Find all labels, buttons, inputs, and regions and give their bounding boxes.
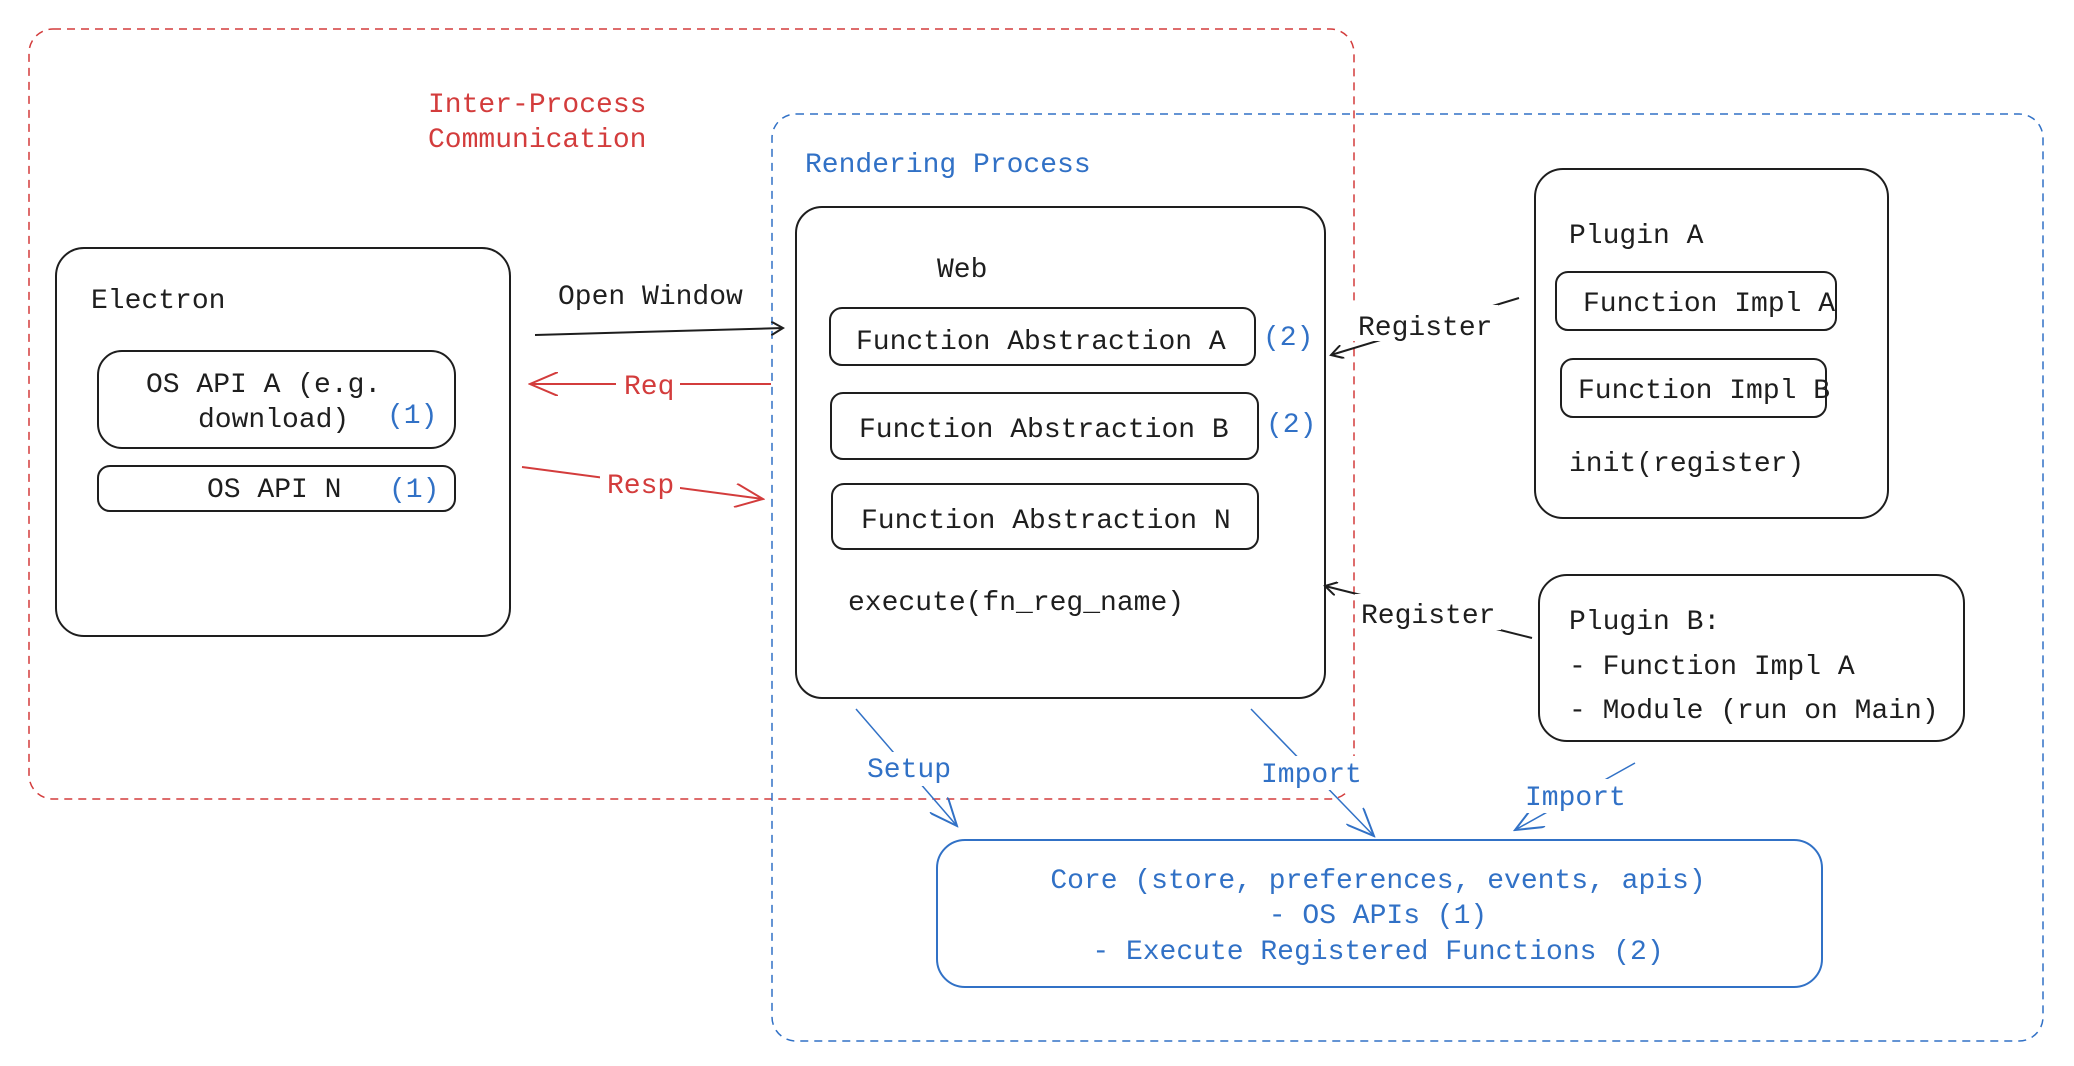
os-api-a-line2: download) <box>198 405 349 436</box>
function-impl-b-label: Function Impl B <box>1578 376 1830 407</box>
open-window-label: Open Window <box>558 282 743 313</box>
plugin-b-line1: - Function Impl A <box>1569 652 1855 683</box>
execute-label: execute(fn_reg_name) <box>848 588 1184 619</box>
plugin-b-box <box>1538 574 1965 742</box>
resp-label: Resp <box>607 471 674 502</box>
function-abstraction-b-label: Function Abstraction B <box>859 415 1229 446</box>
plugin-a-box <box>1534 168 1889 519</box>
rendering-title: Rendering Process <box>805 150 1091 181</box>
electron-title: Electron <box>91 286 225 317</box>
function-impl-a-box <box>1555 271 1837 331</box>
register-a-label: Register <box>1358 313 1492 344</box>
req-label: Req <box>624 372 674 403</box>
os-api-n-label: OS API N <box>207 475 341 506</box>
rendering-group-frame <box>771 113 2044 1042</box>
import-web-label: Import <box>1261 760 1362 791</box>
init-label: init(register) <box>1569 449 1804 480</box>
function-abstraction-b-tag: (2) <box>1266 410 1316 441</box>
os-api-a-line1: OS API A (e.g. <box>146 370 381 401</box>
os-api-a-tag: (1) <box>387 401 437 432</box>
open-window-arrow <box>534 328 783 336</box>
ipc-title-line1: Inter-Process <box>428 90 646 121</box>
function-abstraction-a-label: Function Abstraction A <box>856 327 1226 358</box>
function-impl-a-label: Function Impl A <box>1583 289 1835 320</box>
function-abstraction-n-box <box>831 483 1259 550</box>
web-box <box>795 206 1326 699</box>
core-line2: - OS APIs (1) <box>1269 901 1487 932</box>
function-abstraction-a-tag: (2) <box>1263 323 1313 354</box>
function-abstraction-n-label: Function Abstraction N <box>861 506 1231 537</box>
core-line3: - Execute Registered Functions (2) <box>1092 937 1663 968</box>
function-abstraction-a-box <box>829 307 1256 366</box>
plugin-b-title: Plugin B: <box>1569 607 1720 638</box>
function-abstraction-b-box <box>830 392 1259 460</box>
core-line1: Core (store, preferences, events, apis) <box>1050 866 1705 897</box>
import-plugin-label: Import <box>1525 783 1626 814</box>
core-box <box>936 839 1823 988</box>
setup-label: Setup <box>867 755 951 786</box>
register-b-label: Register <box>1361 601 1495 632</box>
os-api-n-box <box>97 465 456 512</box>
plugin-b-line2: - Module (run on Main) <box>1569 696 1939 727</box>
ipc-title-line2: Communication <box>428 125 646 156</box>
web-title: Web <box>937 255 987 286</box>
plugin-a-title: Plugin A <box>1569 221 1704 252</box>
function-impl-b-box <box>1560 358 1827 418</box>
electron-box <box>55 247 511 637</box>
os-api-a-box <box>97 350 456 449</box>
os-api-n-tag: (1) <box>389 475 439 506</box>
